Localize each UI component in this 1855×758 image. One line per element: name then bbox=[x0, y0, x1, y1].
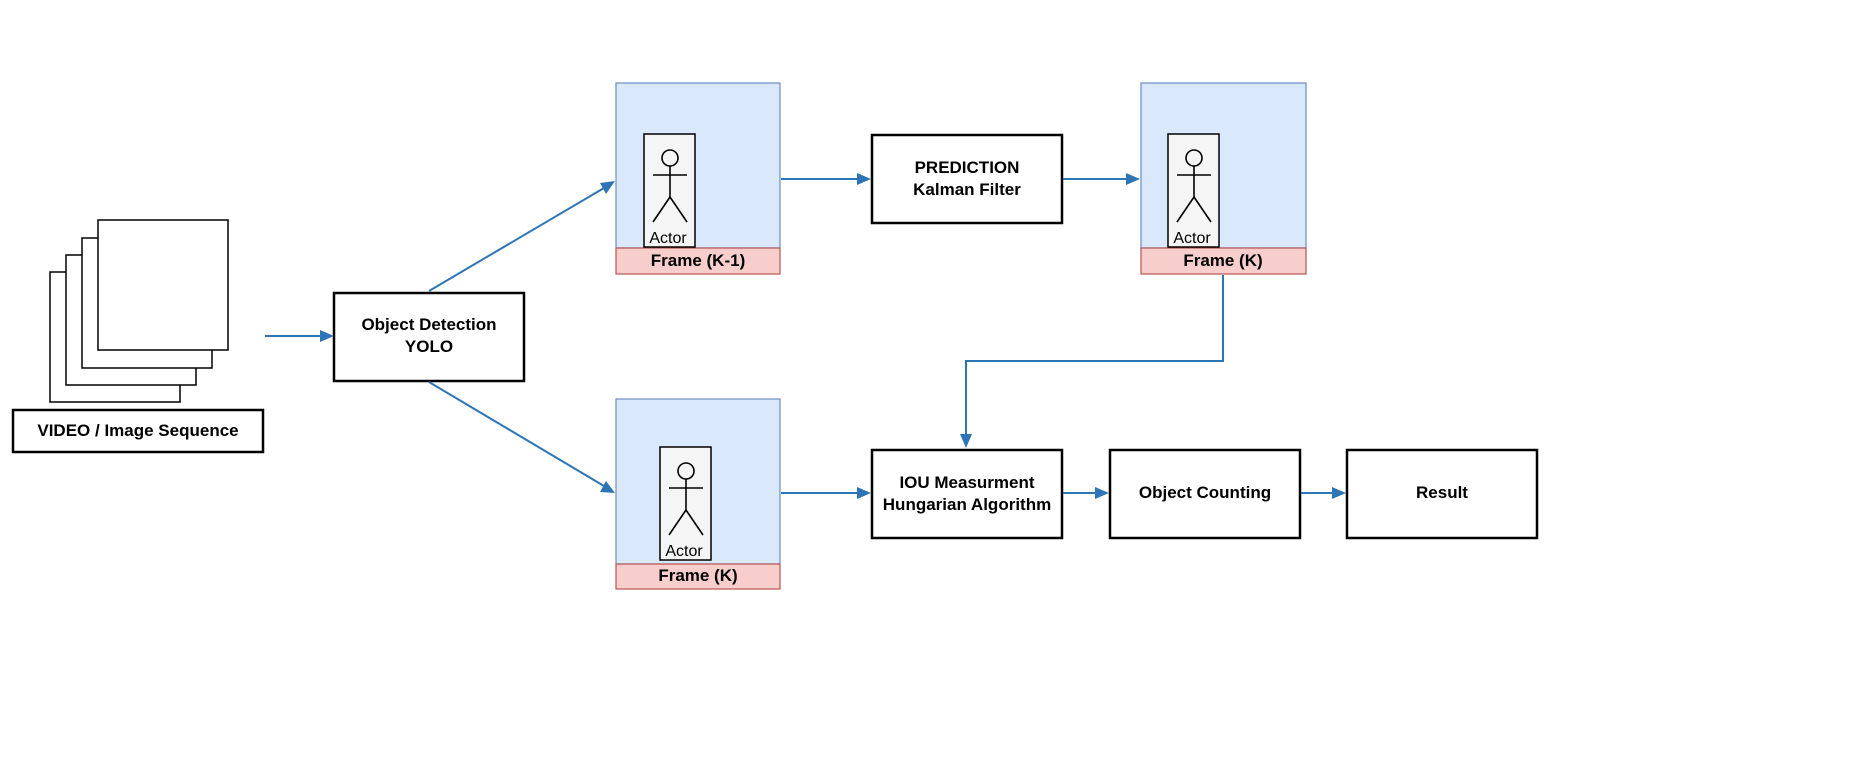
prediction-node: PREDICTION Kalman Filter bbox=[870, 133, 1064, 225]
video-sequence-label: VIDEO / Image Sequence bbox=[37, 421, 238, 440]
result-label: Result bbox=[1416, 483, 1468, 502]
object-detection-label-line2: YOLO bbox=[405, 337, 453, 356]
arrow-detection-to-frame-k-minus-1 bbox=[428, 181, 615, 292]
iou-box bbox=[870, 448, 1064, 540]
frame-k-bottom-bar bbox=[615, 563, 781, 590]
video-sequence-node: VIDEO / Image Sequence bbox=[11, 408, 265, 454]
object-counting-box bbox=[1108, 448, 1302, 540]
actor-label-k-minus-1: Actor bbox=[649, 230, 687, 247]
arrow-frame-k-minus-1-to-prediction bbox=[781, 173, 871, 185]
frame-k-minus-1-node: Frame (K-1) Actor bbox=[615, 82, 781, 275]
arrow-frame-k-bottom-to-iou bbox=[781, 487, 871, 499]
arrow-prediction-to-frame-k-top bbox=[1063, 173, 1140, 185]
prediction-box bbox=[870, 133, 1064, 225]
arrow-iou-to-counting bbox=[1063, 487, 1109, 499]
arrow-detection-to-frame-k-bottom bbox=[428, 381, 615, 493]
actor-icon bbox=[1176, 149, 1212, 223]
result-box bbox=[1345, 448, 1539, 540]
frame-k-minus-1-label: Frame (K-1) bbox=[651, 251, 745, 270]
prediction-label-line2: Kalman Filter bbox=[913, 180, 1021, 199]
video-sequence-box bbox=[11, 408, 265, 454]
connectors bbox=[265, 173, 1346, 499]
object-detection-box bbox=[332, 291, 526, 383]
frame-k-top-label: Frame (K) bbox=[1183, 251, 1262, 270]
arrow-sequence-to-detection bbox=[265, 330, 334, 342]
prediction-label-line1: PREDICTION bbox=[915, 158, 1020, 177]
iou-label-line1: IOU Measurment bbox=[899, 473, 1034, 492]
actor-label-k-bottom: Actor bbox=[665, 543, 703, 560]
actor-icon bbox=[652, 149, 688, 223]
iou-label-line2: Hungarian Algorithm bbox=[883, 495, 1051, 514]
frame-k-bottom-label: Frame (K) bbox=[658, 566, 737, 585]
object-counting-node: Object Counting bbox=[1108, 448, 1302, 540]
arrow-counting-to-result bbox=[1301, 487, 1346, 499]
frame-k-minus-1-area bbox=[615, 82, 781, 249]
frame-k-bottom-node: Frame (K) Actor bbox=[615, 398, 781, 590]
object-counting-label: Object Counting bbox=[1139, 483, 1271, 502]
frame-k-top-node: Frame (K) Actor bbox=[1140, 82, 1307, 275]
image-sequence-stack bbox=[49, 219, 229, 403]
frame-k-top-area bbox=[1140, 82, 1307, 249]
stack-sheet-1 bbox=[97, 219, 229, 351]
frame-k-top-bar bbox=[1140, 247, 1307, 275]
actor-label-k-top: Actor bbox=[1173, 230, 1211, 247]
arrow-frame-k-top-to-iou bbox=[960, 275, 1224, 448]
frame-k-minus-1-bar bbox=[615, 247, 781, 275]
iou-node: IOU Measurment Hungarian Algorithm bbox=[870, 448, 1064, 540]
object-detection-label-line1: Object Detection bbox=[361, 315, 496, 334]
actor-icon bbox=[668, 462, 704, 536]
object-detection-node: Object Detection YOLO bbox=[332, 291, 526, 383]
result-node: Result bbox=[1345, 448, 1539, 540]
